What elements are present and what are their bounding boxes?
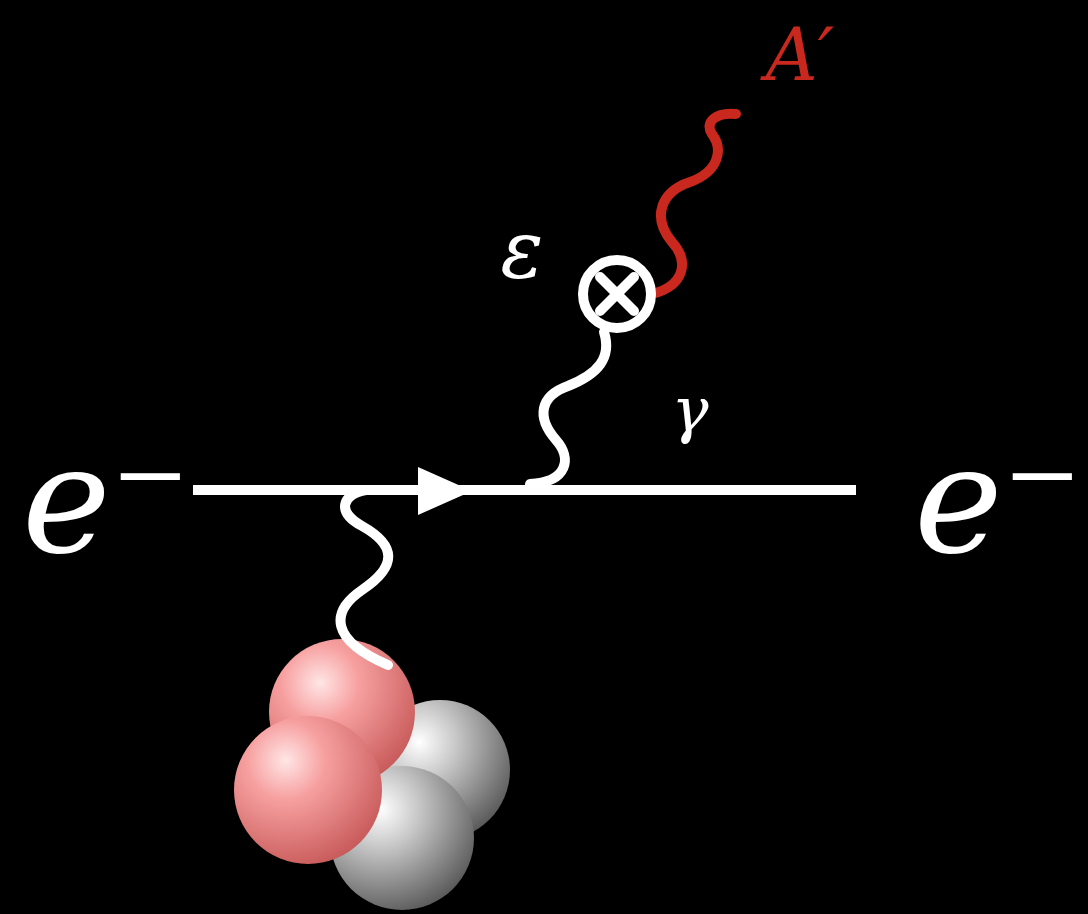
arrowhead	[418, 467, 472, 515]
particle-label: e⁻	[914, 425, 1082, 575]
dark-photon-line	[652, 114, 736, 294]
photon-line	[341, 490, 389, 665]
coupling-label: ε	[501, 210, 544, 290]
particle-label: e⁻	[22, 425, 190, 575]
particle-label: A′	[766, 19, 834, 91]
electron-line	[193, 485, 856, 495]
particle-label: γ	[671, 379, 708, 441]
mixing-vertex	[583, 260, 651, 328]
nucleus	[234, 639, 510, 910]
photon-line	[530, 332, 606, 484]
